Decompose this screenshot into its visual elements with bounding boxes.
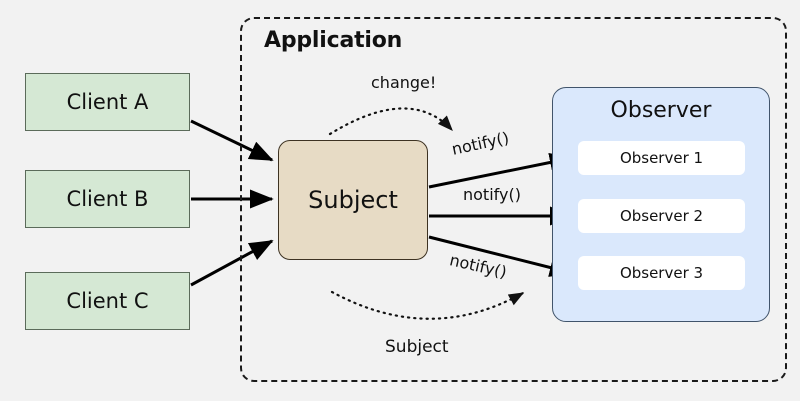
observer-2-label: Observer 2 [619,207,704,225]
observer-item-2[interactable]: Observer 2 [578,199,745,233]
observer-item-1[interactable]: Observer 1 [578,141,745,175]
subject-label: Subject [308,186,398,214]
client-box-a[interactable]: Client A [25,73,190,131]
observer-item-3[interactable]: Observer 3 [578,256,745,290]
edge-label-notify-2: notify() [463,185,521,204]
edge-label-subject: Subject [385,337,449,357]
subject-box[interactable]: Subject [278,140,428,260]
edge-label-change: change! [371,73,437,92]
observer-group-title: Observer [610,98,712,123]
client-box-b[interactable]: Client B [25,170,190,228]
application-title: Application [264,28,403,53]
client-a-label: Client A [66,90,149,114]
application-container [240,17,787,382]
client-b-label: Client B [66,187,149,211]
client-box-c[interactable]: Client C [25,272,190,330]
client-c-label: Client C [66,289,149,313]
observer-3-label: Observer 3 [619,264,704,282]
observer-1-label: Observer 1 [619,149,704,167]
